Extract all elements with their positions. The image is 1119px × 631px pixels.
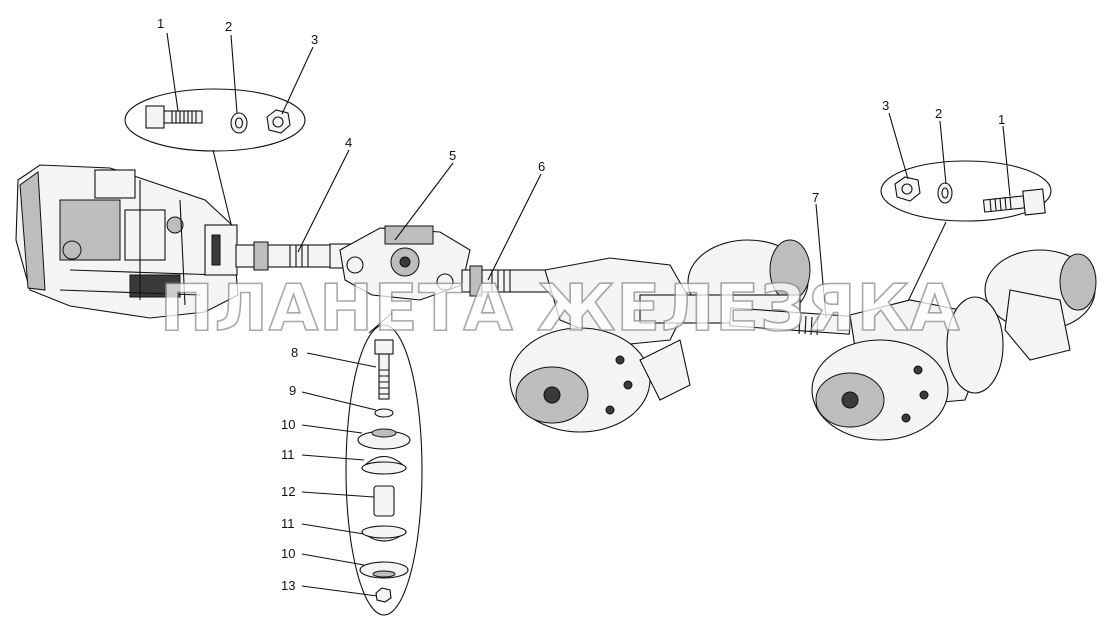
- fastener-set-left: [124, 88, 306, 229]
- callout-11-bottom: 11: [281, 516, 295, 531]
- bolt-8: [374, 339, 394, 400]
- callout-5: 5: [449, 148, 456, 163]
- callout-2-right: 2: [935, 106, 942, 121]
- callout-1-right: 1: [998, 112, 1005, 127]
- transmission-gearbox: [15, 164, 239, 319]
- callout-9: 9: [289, 383, 296, 398]
- washer-right: [937, 182, 953, 204]
- fastener-stack-8-13: [345, 312, 423, 616]
- nut-13: [375, 587, 392, 603]
- callout-13: 13: [281, 578, 295, 593]
- cup-10-bottom: [359, 561, 409, 579]
- watermark-text: ПЛАНЕТА ЖЕЛЕЗЯКА: [160, 272, 961, 346]
- rear-drive-axle: [811, 249, 1097, 441]
- intermediate-support-5: [339, 225, 471, 301]
- callout-6: 6: [538, 159, 545, 174]
- washer-left: [230, 112, 248, 134]
- bolt-left: [145, 105, 203, 129]
- washer-9: [374, 408, 394, 418]
- callout-10-top: 10: [281, 417, 295, 432]
- bolt-right: [982, 188, 1046, 216]
- propeller-shaft-7: [728, 307, 852, 336]
- callout-1-left: 1: [157, 16, 164, 31]
- cushion-11-top: [360, 455, 408, 475]
- fastener-set-right: [880, 160, 1052, 319]
- callout-4: 4: [345, 135, 352, 150]
- cup-10-top: [357, 428, 411, 450]
- nut-left: [266, 109, 291, 134]
- callout-7: 7: [812, 190, 819, 205]
- callout-3-right: 3: [882, 98, 889, 113]
- callout-11-top: 11: [281, 447, 295, 462]
- callout-labels: 1 2 3 4 5 6 3 2 1 7 8 9 10 11 12 11 10 1…: [157, 16, 1005, 593]
- callout-8: 8: [291, 345, 298, 360]
- callout-10-bottom: 10: [281, 546, 295, 561]
- callout-12: 12: [281, 484, 295, 499]
- middle-drive-axle: [509, 239, 811, 433]
- leader-lines: [166, 32, 1011, 597]
- nut-right: [894, 176, 921, 202]
- callout-3-left: 3: [311, 32, 318, 47]
- bushing-12: [373, 485, 395, 517]
- propeller-shaft-6: [461, 265, 553, 297]
- callout-2-left: 2: [225, 19, 232, 34]
- cushion-11-bottom: [360, 525, 408, 542]
